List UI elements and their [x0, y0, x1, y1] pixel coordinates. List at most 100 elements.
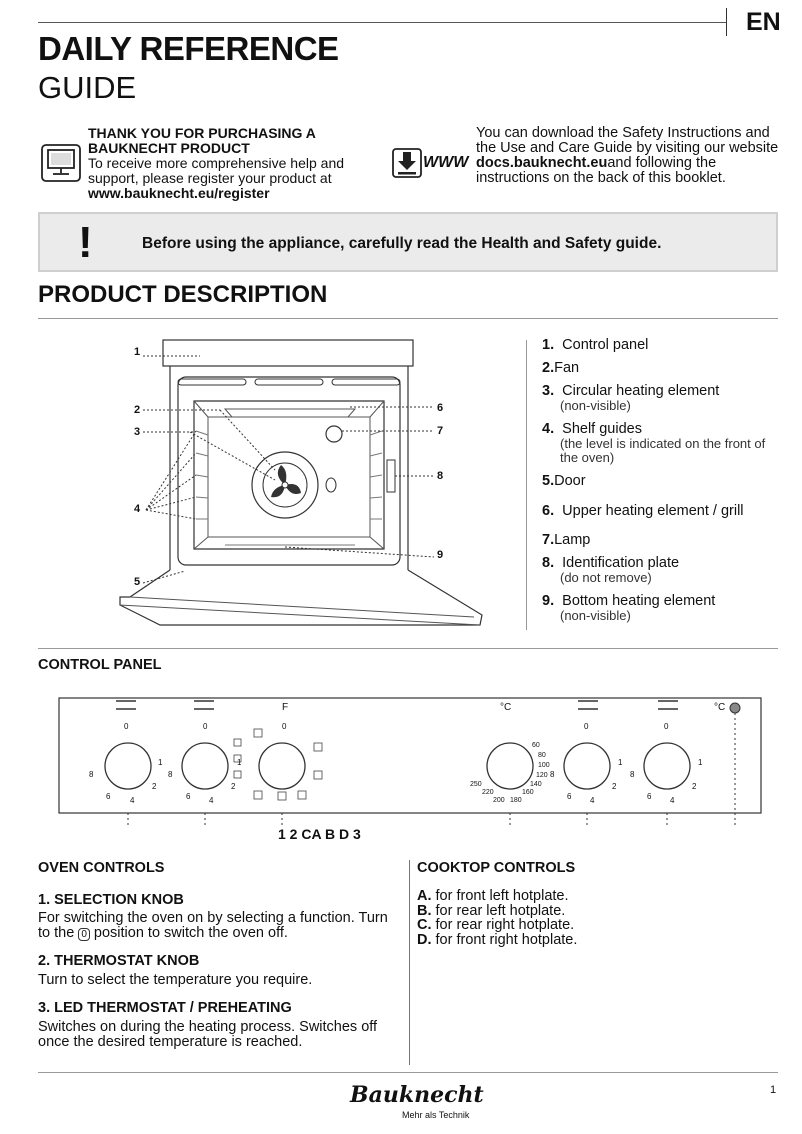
scale-8-k3: 8	[550, 770, 555, 779]
thermo-140: 140	[530, 781, 542, 788]
scale-2-k4: 2	[692, 782, 697, 791]
callout-1: 1	[134, 346, 141, 358]
thermo-100: 100	[538, 762, 550, 769]
control-panel-diagram	[58, 697, 762, 832]
register-link[interactable]: www.bauknecht.eu/register	[88, 185, 270, 201]
thermo-120: 120	[536, 772, 548, 779]
download-text: You can download the Safety Instructions…	[476, 126, 786, 186]
thermo-200: 200	[493, 797, 505, 804]
callout-9: 9	[437, 549, 444, 561]
callout-2: 2	[134, 404, 141, 416]
scale-1-k4: 1	[698, 758, 703, 767]
callout-8: 8	[437, 470, 444, 482]
legend-item-6: 6. Upper heating element / grill	[542, 503, 744, 519]
controls-divider	[409, 860, 410, 1065]
legend-divider	[526, 340, 527, 630]
knob-sequence: 1 2 CA B D 3	[278, 826, 361, 842]
register-heading: THANK YOU FOR PURCHASING A BAUKNECHT PRO…	[88, 125, 316, 156]
thermo-220: 220	[482, 789, 494, 796]
selector-0: 0	[282, 722, 287, 731]
www-label: WWW	[423, 154, 469, 171]
section-divider-2	[38, 648, 778, 649]
legend-item-8: 8. Identification plate(do not remove)	[542, 555, 680, 585]
thermo-80: 80	[538, 752, 546, 759]
scale-2-k2: 2	[231, 782, 236, 791]
selection-knob-text-after: position to switch the oven off.	[93, 925, 288, 941]
section-divider	[38, 318, 778, 319]
scale-4-k4: 4	[670, 796, 675, 805]
scale-2-k1: 2	[152, 782, 157, 791]
scale-4-k1: 4	[130, 796, 135, 805]
oven-controls-heading: OVEN CONTROLS	[38, 860, 165, 876]
top-rule-tick	[726, 8, 727, 36]
scale-6-k1: 6	[106, 792, 111, 801]
page-number: 1	[770, 1084, 777, 1096]
thermo-180: 180	[510, 797, 522, 804]
register-text: To receive more comprehensive help and s…	[88, 155, 345, 186]
monitor-icon	[41, 144, 81, 187]
warning-text: Before using the appliance, carefully re…	[142, 235, 662, 252]
cooktop-item-c: C. for rear right hotplate.	[417, 917, 575, 933]
scale-0-k3: 0	[584, 722, 589, 731]
oven-diagram	[90, 335, 490, 640]
top-rule	[38, 22, 726, 23]
legend-item-4: 4. Shelf guides(the level is indicated o…	[542, 421, 766, 465]
scale-6-k3: 6	[567, 792, 572, 801]
selection-knob-text-before: For switching the oven on by selecting a…	[38, 910, 388, 941]
legend-item-9: 9. Bottom heating element(non-visible)	[542, 593, 716, 623]
scale-4-k3: 4	[590, 796, 595, 805]
warning-exclamation-icon: !	[78, 218, 93, 267]
scale-2-k3: 2	[612, 782, 617, 791]
panel-label-celsius-center: °C	[500, 702, 512, 713]
callout-5: 5	[134, 576, 141, 588]
thermo-160: 160	[522, 789, 534, 796]
thermo-250: 250	[470, 781, 482, 788]
legend-item-3: 3. Circular heating element(non-visible)	[542, 383, 720, 413]
scale-1-k1: 1	[158, 758, 163, 767]
panel-label-f: F	[282, 702, 289, 713]
footer-rule	[38, 1072, 778, 1073]
register-block: THANK YOU FOR PURCHASING A BAUKNECHT PRO…	[88, 126, 388, 201]
legend-item-2: 2.Fan	[542, 360, 580, 376]
selection-knob-title: 1. SELECTION KNOB	[38, 892, 184, 908]
legend-item-7: 7.Lamp	[542, 532, 591, 548]
cooktop-controls-heading: COOKTOP CONTROLS	[417, 860, 576, 876]
scale-8-k1: 8	[89, 770, 94, 779]
thermostat-knob-text: Turn to select the temperature you requi…	[38, 972, 313, 988]
led-thermostat-title: 3. LED THERMOSTAT / PREHEATING	[38, 1000, 292, 1016]
thermo-60: 60	[532, 742, 540, 749]
scale-1-k2: 1	[237, 758, 242, 767]
thermostat-knob-title: 2. THERMOSTAT KNOB	[38, 953, 200, 969]
brand-tagline: Mehr als Technik	[402, 1110, 470, 1120]
page-title: DAILY REFERENCE	[38, 30, 339, 67]
selection-knob-text: For switching the oven on by selecting a…	[38, 911, 388, 941]
scale-6-k2: 6	[186, 792, 191, 801]
callout-3: 3	[134, 426, 141, 438]
language-code: EN	[746, 8, 781, 36]
legend-item-5: 5.Door	[542, 473, 586, 489]
callout-7: 7	[437, 425, 444, 437]
control-panel-heading: CONTROL PANEL	[38, 657, 162, 673]
scale-8-k2: 8	[168, 770, 173, 779]
cooktop-item-d: D. for front right hotplate.	[417, 932, 578, 948]
download-link[interactable]: docs.bauknecht.eu	[476, 155, 608, 171]
cooktop-item-a: A. for front left hotplate.	[417, 888, 569, 904]
page-subtitle: GUIDE	[38, 70, 137, 105]
warning-box	[38, 212, 778, 272]
panel-label-celsius-right: °C	[714, 702, 726, 713]
download-www-icon: WWW	[392, 148, 468, 178]
callout-4: 4	[134, 503, 141, 515]
cooktop-item-b: B. for rear left hotplate.	[417, 903, 566, 919]
off-position-symbol: 0	[78, 928, 90, 941]
product-description-heading: PRODUCT DESCRIPTION	[38, 281, 328, 308]
led-thermostat-text: Switches on during the heating process. …	[38, 1019, 378, 1050]
download-text-after: and following the instructions on the ba…	[476, 155, 726, 186]
scale-0-k1: 0	[124, 722, 129, 731]
download-text-before: You can download the Safety Instructions…	[476, 125, 779, 156]
legend-item-1: 1. Control panel	[542, 337, 649, 353]
scale-0-k4: 0	[664, 722, 669, 731]
scale-6-k4: 6	[647, 792, 652, 801]
callout-6: 6	[437, 402, 444, 414]
brand-logo: Bauknecht	[350, 1082, 484, 1108]
scale-4-k2: 4	[209, 796, 214, 805]
